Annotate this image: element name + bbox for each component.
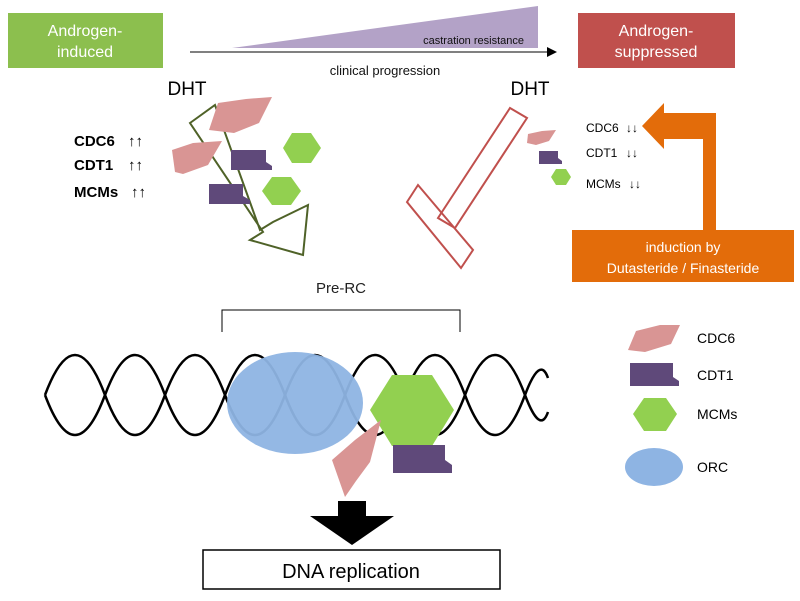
- suppressed-row-cdt1-name: CDT1: [586, 146, 618, 160]
- mcm-shape-suppressed: [551, 169, 571, 185]
- induction-box: [572, 230, 794, 282]
- androgen-suppressed-box: [578, 13, 735, 68]
- dht-induction-arrow: [188, 103, 310, 257]
- cdt1-tab-complex: [393, 445, 452, 473]
- suppressed-row-cdc6-arrows: ↓↓: [626, 121, 638, 135]
- mcm-shape-induced-2: [262, 177, 301, 205]
- dht-inhibition-bar: [405, 183, 475, 270]
- androgen-induced-box: [8, 13, 163, 68]
- clinical-progression-label: clinical progression: [330, 63, 441, 78]
- induced-row-cdc6-name: CDC6: [74, 133, 115, 150]
- suppressed-row-cdt1-arrows: ↓↓: [626, 146, 638, 160]
- legend-orc-label: ORC: [697, 459, 728, 475]
- cdc6-shape-induced-1: [209, 97, 272, 133]
- mcm-shape-induced-1: [283, 133, 321, 163]
- progression-arrowhead: [547, 47, 557, 57]
- cdt1-shape-induced-2: [209, 184, 250, 204]
- legend-mcms-icon: [633, 398, 677, 431]
- androgen-induced-line-1: Androgen-: [48, 23, 123, 40]
- androgen-induced-line-2: induced: [57, 44, 113, 61]
- induced-row-cdt1-arrows: ↑↑: [128, 157, 143, 174]
- dna-replication-label: DNA replication: [282, 561, 420, 583]
- cdc6-shape-suppressed: [527, 130, 556, 145]
- androgen-suppressed-line-1: Androgen-: [619, 23, 694, 40]
- dht-inhibition-stem: [436, 106, 529, 230]
- induced-row-mcms-arrows: ↑↑: [131, 184, 146, 201]
- induced-row-cdt1-name: CDT1: [74, 157, 113, 174]
- orc-ellipse: [227, 352, 363, 454]
- legend: CDC6 CDT1 MCMs ORC: [625, 325, 737, 486]
- suppressed-row-mcms-arrows: ↓↓: [629, 177, 641, 191]
- replication-arrow: [310, 501, 394, 545]
- pre-rc-label: Pre-RC: [316, 280, 366, 297]
- castration-resistance-label: castration resistance: [423, 35, 524, 47]
- legend-cdt1-label: CDT1: [697, 367, 734, 383]
- legend-cdc6-label: CDC6: [697, 330, 735, 346]
- induced-row-mcms-name: MCMs: [74, 184, 118, 201]
- cdt1-shape-suppressed: [539, 151, 562, 164]
- legend-orc-icon: [625, 448, 683, 486]
- suppressed-row-mcms: MCMs ↓↓: [586, 177, 641, 191]
- pre-rc-bracket: [221, 309, 461, 332]
- suppressed-row-cdc6-name: CDC6: [586, 121, 619, 135]
- cdc6-parallelogram-complex: [332, 420, 381, 497]
- legend-mcms-label: MCMs: [697, 406, 737, 422]
- induced-row-cdc6: CDC6 ↑↑: [74, 133, 143, 150]
- mcm-hexagon-complex: [370, 375, 454, 446]
- cdt1-shape-induced-1: [231, 150, 272, 170]
- legend-cdt1-icon: [630, 363, 679, 386]
- legend-cdc6-icon: [628, 325, 680, 352]
- induced-row-mcms: MCMs ↑↑: [74, 184, 146, 201]
- induced-row-cdt1: CDT1 ↑↑: [74, 157, 143, 174]
- androgen-suppressed-line-2: suppressed: [615, 44, 698, 61]
- induced-row-cdc6-arrows: ↑↑: [128, 133, 143, 150]
- suppressed-row-mcms-name: MCMs: [586, 177, 621, 191]
- induction-line-1: induction by: [646, 239, 721, 255]
- suppressed-row-cdc6: CDC6 ↓↓: [586, 121, 638, 135]
- castration-resistance-wedge: [232, 6, 538, 48]
- induction-line-2: Dutasteride / Finasteride: [607, 260, 760, 276]
- induction-arrow: [642, 103, 716, 236]
- dht-label-suppressed: DHT: [510, 79, 549, 100]
- dna-replication-box: [202, 549, 501, 590]
- suppressed-row-cdt1: CDT1 ↓↓: [586, 146, 638, 160]
- cdc6-shape-induced-2: [172, 141, 222, 174]
- dht-label-induced: DHT: [167, 79, 206, 100]
